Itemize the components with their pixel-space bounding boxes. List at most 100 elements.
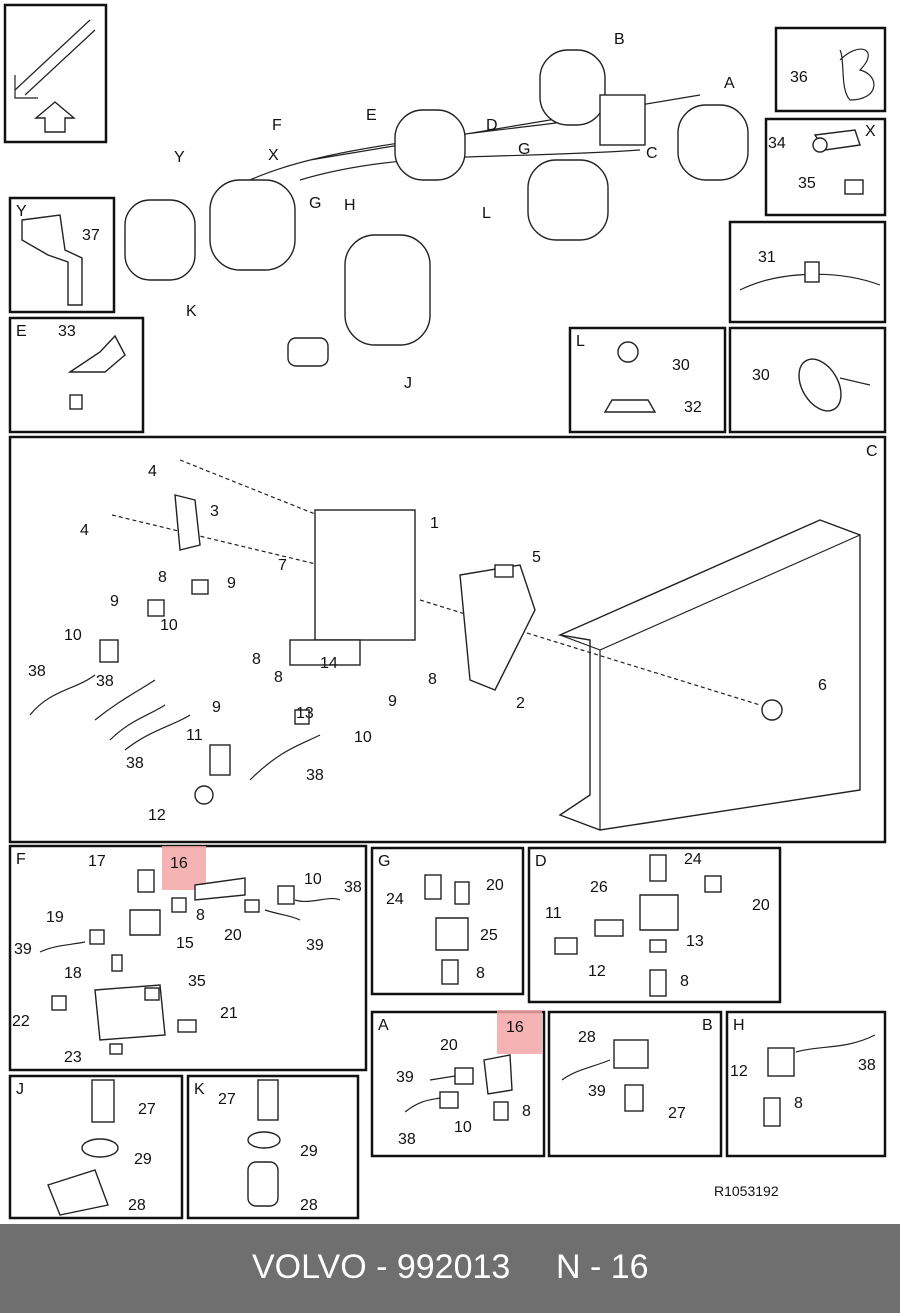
- callout-1: 1: [430, 515, 439, 532]
- callout-39-b: 39: [588, 1083, 606, 1100]
- callout-24-d: 24: [684, 851, 702, 868]
- nipple-8-f: [171, 897, 187, 913]
- callout-8d: 8: [428, 671, 437, 688]
- overview-label-E: E: [366, 107, 377, 124]
- elbow-9a: [147, 599, 165, 617]
- callout-25: 25: [480, 927, 498, 944]
- valve-28-b: [613, 1039, 649, 1069]
- callout-8-h: 8: [794, 1095, 803, 1112]
- callout-37: 37: [82, 227, 100, 244]
- panel-letter-F: F: [16, 851, 26, 868]
- air-bellow-c: [527, 159, 609, 241]
- air-bellow-h: [344, 234, 431, 346]
- nut-35-icon: [844, 179, 864, 195]
- fitting-10a: [99, 639, 119, 663]
- valve-block-1: [314, 509, 416, 641]
- callout-11-d: 11: [545, 905, 562, 922]
- fitting-13: [294, 709, 310, 725]
- panel-letter-J: J: [16, 1081, 24, 1098]
- overview-label-L: L: [482, 205, 491, 222]
- callout-32: 32: [684, 399, 702, 416]
- callout-39-a: 39: [396, 1069, 414, 1086]
- callout-16-f: 16: [170, 855, 188, 872]
- panel-letter-E: E: [16, 323, 27, 340]
- hoses-38: [29, 674, 321, 781]
- nut-35-f: [144, 987, 160, 1001]
- callout-9a: 9: [110, 593, 119, 610]
- nipple-8-h: [763, 1097, 781, 1127]
- nipple-27-k: [257, 1079, 279, 1121]
- cable-tie-30-icon: [798, 358, 842, 412]
- panel-Y: [8, 196, 116, 314]
- overview-label-D: D: [486, 117, 498, 134]
- plug-12: [194, 785, 214, 805]
- cable-tie-30-tail: [839, 377, 871, 386]
- panel-36: [774, 26, 887, 113]
- nut-22: [51, 995, 67, 1011]
- callout-8-a: 8: [522, 1103, 531, 1120]
- overview-label-H: H: [344, 197, 356, 214]
- overview-assembly: [124, 49, 749, 367]
- bracket-3: [174, 494, 201, 551]
- valve-17: [137, 869, 155, 893]
- elbow-28-k: [247, 1161, 279, 1207]
- nipple-8-a: [493, 1101, 509, 1121]
- coupling-11: [209, 744, 231, 776]
- fitting-10-f: [277, 885, 295, 905]
- callout-16-a: 16: [506, 1019, 524, 1036]
- overview-label-G1: G: [518, 141, 530, 158]
- clip-32-icon: [603, 399, 657, 413]
- air-bellow-b: [539, 49, 606, 126]
- ring-29-k: [247, 1131, 281, 1149]
- panel-letter-B: B: [702, 1017, 713, 1034]
- callout-13: 13: [296, 705, 314, 722]
- up-arrow-icon: [34, 101, 76, 133]
- callout-28-j: 28: [128, 1197, 146, 1214]
- plug-12-d: [554, 937, 578, 955]
- bolt-5: [494, 564, 514, 578]
- highlight-16-f: [162, 846, 206, 890]
- air-bellow-a: [677, 104, 749, 181]
- callout-27-b: 27: [668, 1105, 686, 1122]
- callout-8-d: 8: [680, 973, 689, 990]
- callout-20-d: 20: [752, 897, 770, 914]
- overview-label-G2: G: [309, 195, 321, 212]
- panel-D: [527, 846, 782, 1004]
- bolt-21: [177, 1019, 197, 1033]
- callout-20-f: 20: [224, 927, 242, 944]
- callout-26: 26: [590, 879, 608, 896]
- callout-38-f: 38: [344, 879, 362, 896]
- callout-8a: 8: [158, 569, 167, 586]
- fitting-20-f: [244, 899, 260, 913]
- overview-label-K: K: [186, 303, 197, 320]
- highlight-16-a: [497, 1010, 542, 1054]
- nut-23: [109, 1043, 123, 1055]
- manifold-14: [289, 639, 361, 666]
- nipple-27-b: [624, 1084, 644, 1112]
- callout-10c: 10: [354, 729, 372, 746]
- panel-letter-Y: Y: [16, 203, 27, 220]
- panel-K: [186, 1074, 360, 1220]
- callout-38-h: 38: [858, 1057, 876, 1074]
- callout-17: 17: [88, 853, 106, 870]
- callout-38c: 38: [126, 755, 144, 772]
- tie-30-icon: [617, 341, 639, 363]
- nipple-8a: [191, 579, 209, 595]
- callout-9d: 9: [388, 693, 397, 710]
- callout-7: 7: [278, 557, 287, 574]
- panel-letter-L: L: [576, 333, 585, 350]
- bracket-33-icon: [67, 334, 126, 373]
- callout-29-j: 29: [134, 1151, 152, 1168]
- overview-label-X: X: [268, 147, 279, 164]
- callout-10b: 10: [160, 617, 178, 634]
- callout-8b: 8: [252, 651, 261, 668]
- parts-diagram: 36 X 34 35 31 L 30 32 30 Y 37 E 33 B: [3, 3, 887, 1220]
- footer-part-number: VOLVO - 992013: [252, 1248, 511, 1286]
- valve-j: [287, 337, 329, 367]
- panel-30: [728, 326, 887, 434]
- callout-19: 19: [46, 909, 64, 926]
- orientation-arrowhead: [14, 75, 38, 99]
- overview-label-J: J: [404, 375, 412, 392]
- overview-label-B: B: [614, 31, 625, 48]
- panel-letter-D: D: [535, 853, 547, 870]
